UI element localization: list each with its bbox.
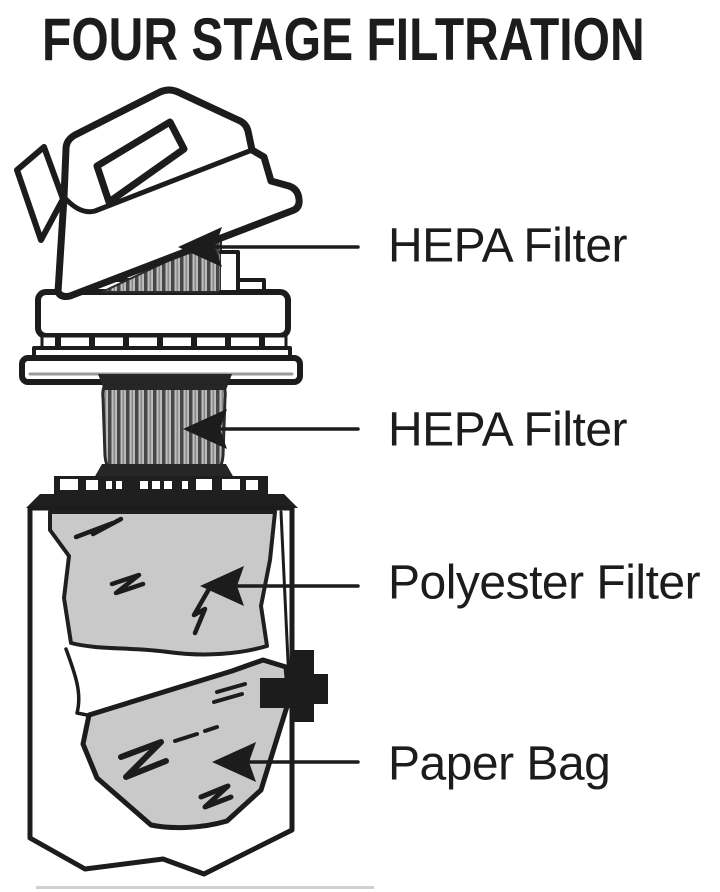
lid-latch-beak — [14, 144, 66, 243]
ground-line — [36, 886, 374, 889]
canister-rim — [26, 476, 298, 508]
paper-bag — [80, 657, 292, 831]
bag-mark — [118, 739, 169, 780]
callout-arrow-polyester — [200, 566, 360, 606]
fiber-mark — [73, 516, 124, 540]
label-polyester-filter: Polyester Filter — [388, 556, 701, 610]
label-hepa-filter-top: HEPA Filter — [388, 219, 628, 273]
hepa-filter-cartridge — [94, 374, 234, 478]
fiber-mark — [109, 572, 146, 596]
canister-latch — [260, 650, 328, 722]
lid-handle-cutout — [93, 118, 188, 206]
callout-arrows — [178, 227, 360, 782]
callout-arrow-hepa-top — [178, 227, 360, 267]
fiber-mark — [191, 586, 212, 636]
bag-mark — [212, 682, 247, 704]
callout-arrow-hepa-cartridge — [183, 409, 360, 449]
polyester-filter — [48, 510, 277, 657]
motor-collar — [19, 278, 303, 385]
callout-arrow-paper-bag — [212, 742, 360, 782]
diagram-title: FOUR STAGE FILTRATION — [42, 6, 645, 73]
vacuum-lid — [14, 86, 303, 300]
label-paper-bag: Paper Bag — [388, 737, 611, 791]
lid-body — [54, 86, 303, 300]
label-hepa-filter-cartridge: HEPA Filter — [388, 403, 628, 457]
lid-fold-line — [61, 147, 255, 215]
bag-mark — [173, 725, 219, 743]
bag-mark — [198, 783, 234, 810]
